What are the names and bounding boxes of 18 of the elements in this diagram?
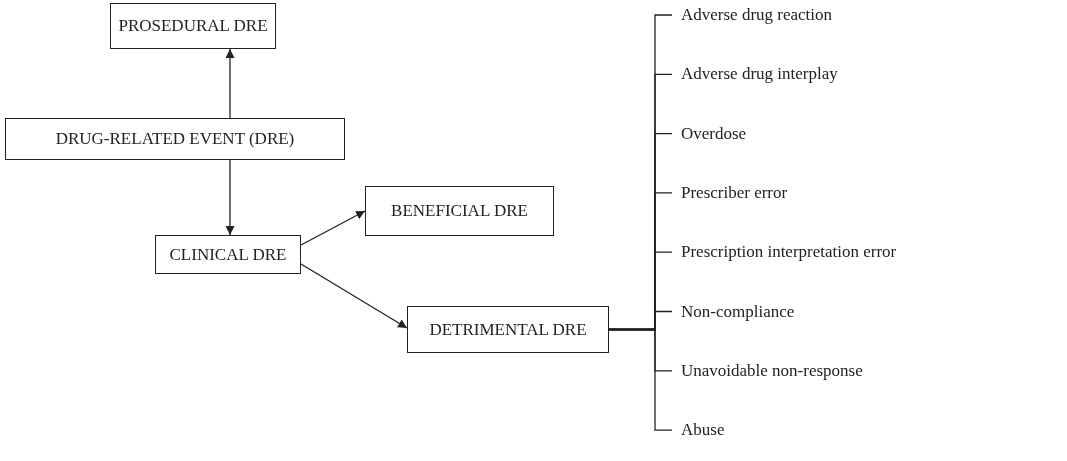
connector-line — [608, 328, 673, 431]
list-item-text: Prescriber error — [672, 180, 788, 205]
process-box: DETRIMENTAL DRE — [407, 306, 609, 353]
list-item-text: Adverse drug interplay — [672, 62, 838, 87]
arrow — [225, 48, 235, 119]
list-item-text: Adverse drug reaction — [672, 3, 833, 27]
process-box: PROSEDURAL DRE — [110, 3, 276, 49]
process-box: CLINICAL DRE — [155, 235, 301, 274]
process-box: DRUG-RELATED EVENT (DRE) — [5, 118, 345, 160]
process-box: BENEFICIAL DRE — [365, 186, 554, 236]
arrow — [300, 263, 408, 329]
arrow — [225, 159, 235, 236]
list-item-text: Non-compliance — [672, 299, 795, 324]
list-item-text: Unavoidable non-response — [672, 358, 863, 383]
list-item-text: Prescription interpretation error — [672, 240, 897, 265]
list-item-text: Overdose — [672, 121, 747, 146]
arrow — [300, 210, 366, 246]
list-item-text: Abuse — [672, 418, 725, 443]
